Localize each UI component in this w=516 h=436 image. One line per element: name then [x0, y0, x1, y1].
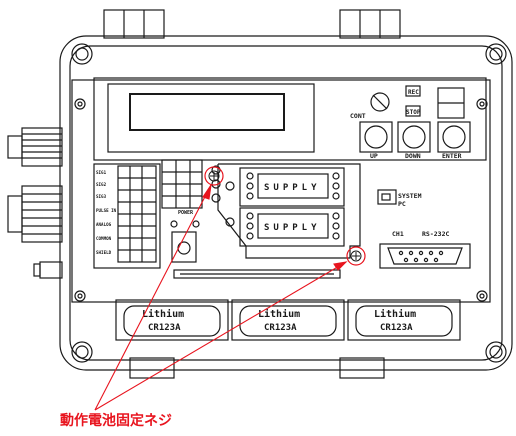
bottom-mounting-tabs	[129, 357, 385, 379]
board-outline	[217, 163, 361, 259]
rec-label: REC	[408, 89, 419, 96]
up-label: UP	[370, 152, 378, 160]
callout-arrows	[94, 184, 348, 411]
terminal-area	[93, 163, 161, 269]
enter-button	[437, 121, 471, 153]
battery-3-brand: Lithium	[374, 308, 416, 320]
terminal-label-2: SIG2	[96, 182, 107, 187]
terminal-label-1: SIG1	[96, 170, 107, 175]
battery-2-brand: Lithium	[258, 308, 300, 320]
pc-label: PC	[398, 200, 406, 208]
system-label: SYSTEM	[398, 192, 422, 200]
terminal-label-3: SIG3	[96, 194, 107, 199]
fixing-screw-highlight-1	[204, 166, 224, 186]
cont-label: CONT	[350, 112, 366, 120]
rs232c-label: RS-232C	[422, 230, 449, 238]
corner-screws	[71, 43, 507, 363]
ch1-label: CH1	[392, 230, 404, 238]
dc-jack	[170, 220, 200, 263]
cable-gland-upper	[7, 127, 63, 167]
supply-2-label: SUPPLY	[264, 223, 321, 233]
rec-button	[405, 85, 421, 97]
enter-label: ENTER	[442, 152, 462, 160]
stop-label: STOP	[406, 109, 421, 116]
battery-1-brand: Lithium	[142, 308, 184, 320]
fixing-screw-1	[208, 170, 220, 182]
terminal-label-6: COMMON	[96, 236, 112, 241]
battery-3-model: CR123A	[380, 323, 413, 333]
battery-2-model: CR123A	[264, 323, 297, 333]
terminal-label-7: SHIELD	[96, 250, 112, 255]
lcd-window	[129, 93, 285, 131]
enclosure-inner	[69, 45, 503, 361]
battery-holder-bar	[173, 269, 341, 279]
small-terminal-board	[161, 159, 203, 209]
system-pc-switch	[377, 189, 397, 205]
vent-plug	[33, 261, 63, 279]
battery-bay-1-frame	[115, 299, 229, 341]
inner-panel	[71, 79, 491, 303]
power-label: POWER	[178, 210, 194, 216]
lcd-bezel	[107, 83, 315, 153]
down-button	[397, 121, 431, 153]
supply-1-label: SUPPLY	[264, 183, 321, 193]
fixing-screw-highlight-2	[346, 246, 366, 266]
terminal-label-5: ANALOG	[96, 222, 112, 227]
rec-stop-switch	[437, 87, 465, 119]
contrast-knob	[370, 92, 390, 112]
down-label: DOWN	[405, 152, 421, 160]
fixing-screw-2	[350, 250, 362, 262]
up-button	[359, 121, 393, 153]
caption-fixing-screws: 動作電池固定ネジ	[60, 413, 172, 429]
battery-bay-3-frame	[347, 299, 461, 341]
stop-button	[405, 105, 421, 117]
terminal-label-4: PULSE IN	[96, 208, 117, 213]
cable-gland-lower	[7, 185, 63, 243]
rs232c-connector	[379, 243, 471, 269]
terminal-blocks	[117, 165, 157, 263]
supply-module-1	[225, 167, 345, 207]
battery-bay-2-frame	[231, 299, 345, 341]
supply-module-2	[225, 207, 345, 247]
battery-1-model: CR123A	[148, 323, 181, 333]
control-panel	[93, 77, 487, 161]
enclosure-outer	[59, 35, 513, 371]
top-mounting-tabs	[103, 9, 401, 39]
